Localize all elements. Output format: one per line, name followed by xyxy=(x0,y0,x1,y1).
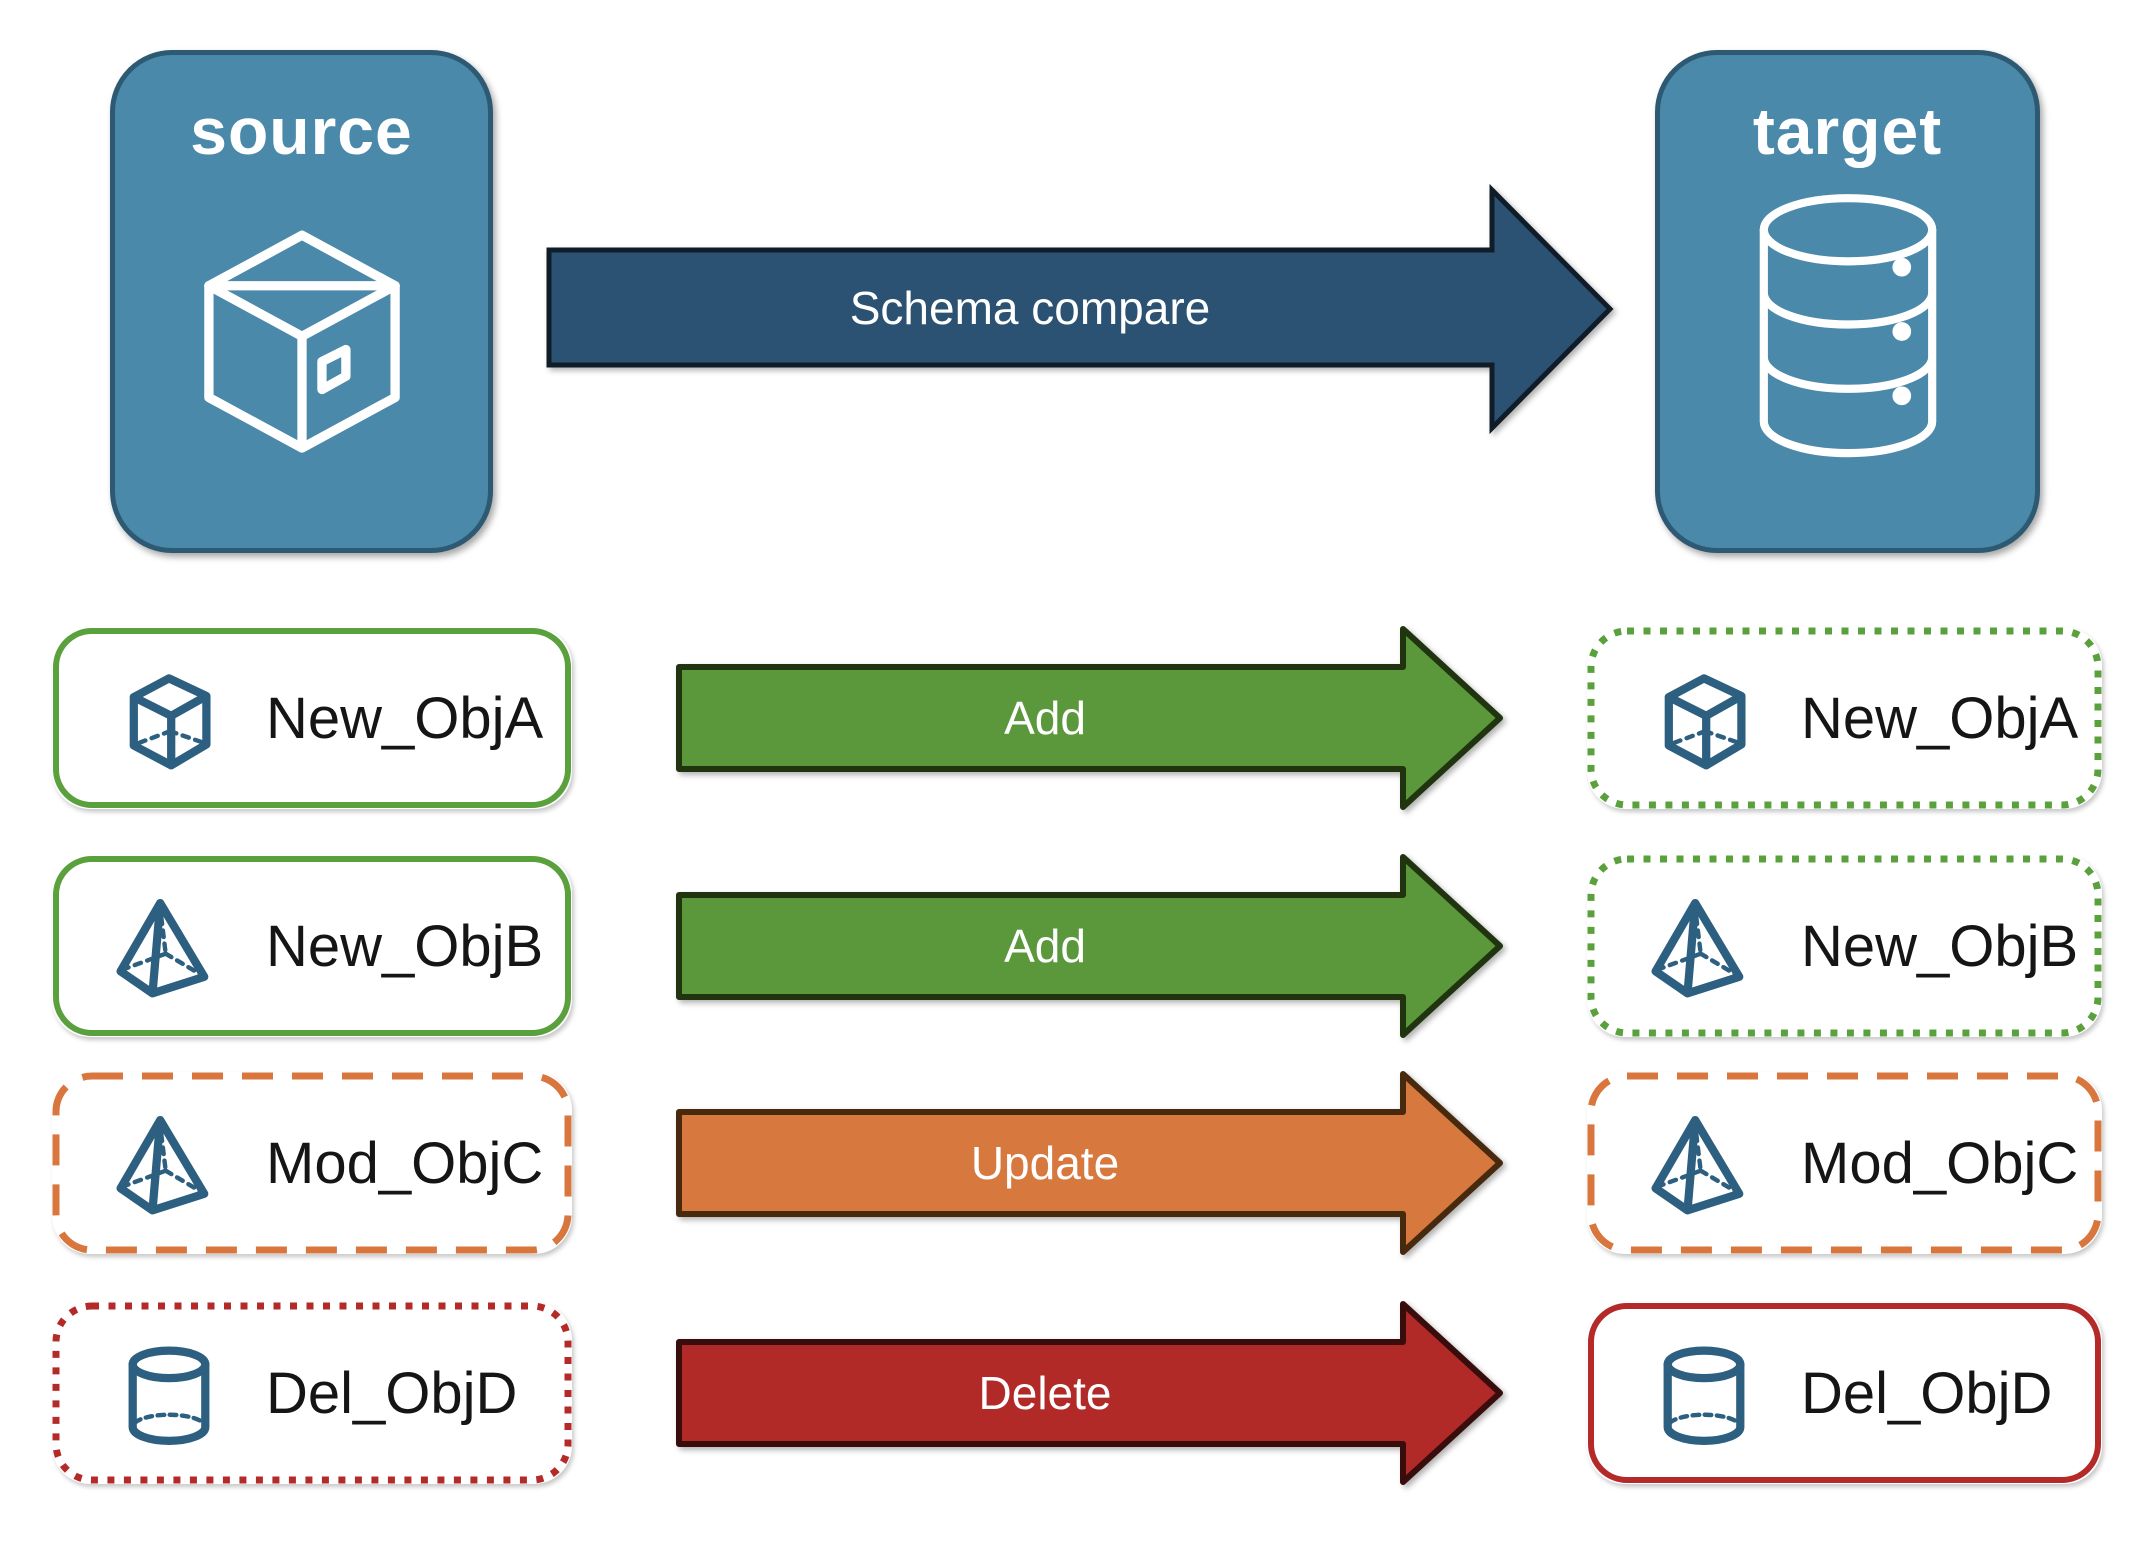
source-object-box: Del_ObjD xyxy=(52,1302,572,1484)
source-object-box: Mod_ObjC xyxy=(52,1072,572,1254)
source-panel: source xyxy=(110,50,493,553)
add-arrow: Add xyxy=(676,854,1503,1038)
pyramid-icon xyxy=(1649,1108,1759,1218)
object-label: New_ObjA xyxy=(1801,685,2079,751)
target-object-box: Mod_ObjC xyxy=(1587,1072,2102,1254)
cube-icon xyxy=(1649,663,1759,773)
pyramid-icon xyxy=(114,891,224,1001)
object-label: Mod_ObjC xyxy=(266,1130,544,1196)
object-label: Mod_ObjC xyxy=(1801,1130,2079,1196)
action-arrow-label: Delete xyxy=(979,1367,1112,1419)
pyramid-icon xyxy=(1649,891,1759,1001)
cylinder-icon xyxy=(1649,1338,1759,1448)
object-label: New_ObjA xyxy=(266,685,544,751)
database-icon xyxy=(1731,183,1965,473)
pyramid-icon xyxy=(114,1108,224,1218)
object-label: New_ObjB xyxy=(266,913,544,979)
schema-compare-arrow: Schema compare xyxy=(546,183,1614,435)
cylinder-icon xyxy=(114,1338,224,1448)
object-label: Del_ObjD xyxy=(266,1360,518,1426)
action-arrow-label: Add xyxy=(1004,692,1086,744)
source-object-box: New_ObjB xyxy=(52,855,572,1037)
object-label: New_ObjB xyxy=(1801,913,2079,979)
target-object-box: Del_ObjD xyxy=(1587,1302,2102,1484)
target-panel-label: target xyxy=(1752,94,1943,168)
source-panel-label: source xyxy=(190,94,413,168)
update-arrow: Update xyxy=(676,1071,1503,1255)
schema-compare-label: Schema compare xyxy=(850,282,1211,334)
package-icon xyxy=(169,183,435,463)
target-object-box: New_ObjB xyxy=(1587,855,2102,1037)
action-arrow-label: Add xyxy=(1004,920,1086,972)
target-object-box: New_ObjA xyxy=(1587,627,2102,809)
cube-icon xyxy=(114,663,224,773)
target-panel: target xyxy=(1655,50,2040,553)
add-arrow: Add xyxy=(676,626,1503,810)
action-arrow-label: Update xyxy=(971,1137,1119,1189)
object-label: Del_ObjD xyxy=(1801,1360,2053,1426)
delete-arrow: Delete xyxy=(676,1301,1503,1485)
source-object-box: New_ObjA xyxy=(52,627,572,809)
